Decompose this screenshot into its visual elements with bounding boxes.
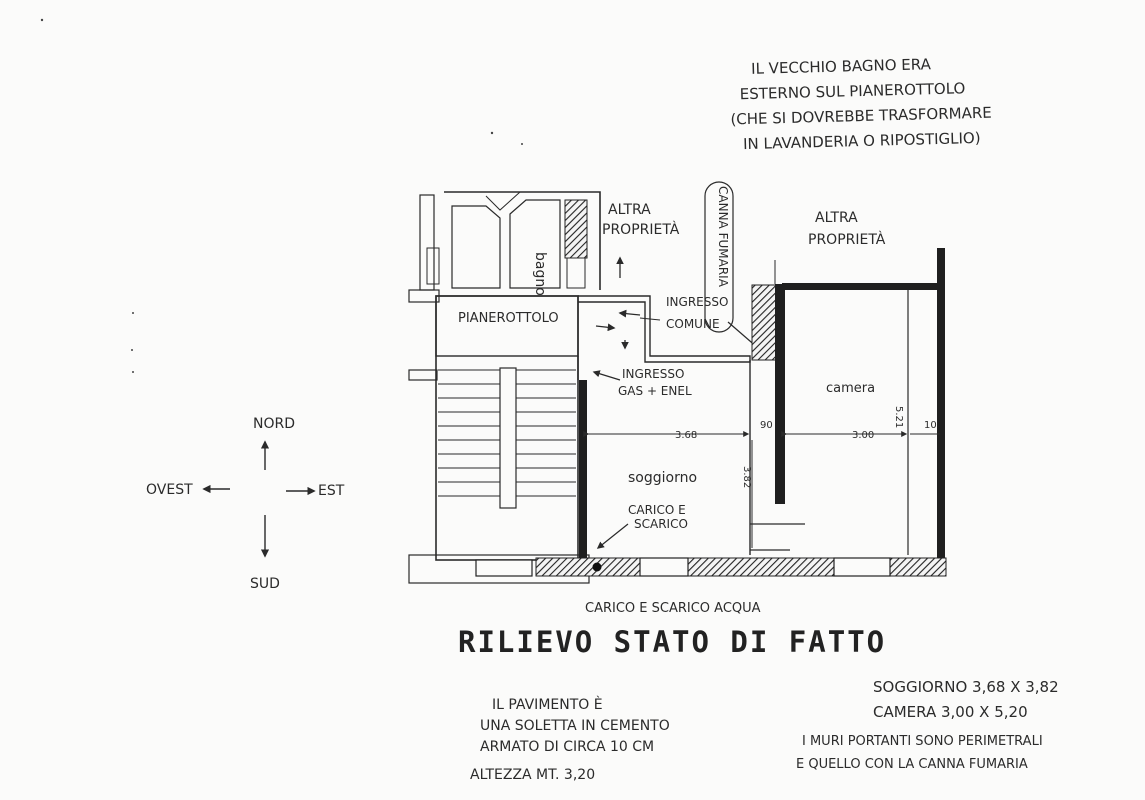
label-camera: camera bbox=[826, 381, 875, 396]
dim-wall-10: 10 bbox=[924, 420, 937, 431]
pen-marks bbox=[40, 18, 523, 373]
note-pavimento: IL PAVIMENTO È UNA SOLETTA IN CEMENTO AR… bbox=[470, 696, 670, 783]
note-old-bathroom-line-3: (CHE SI DOVREBBE TRASFORMARE bbox=[730, 104, 992, 129]
note-old-bathroom-line-4: IN LAVANDERIA O RIPOSTIGLIO) bbox=[743, 129, 981, 153]
note-old-bathroom: IL VECCHIO BAGNO ERA ESTERNO SUL PIANERO… bbox=[730, 55, 992, 153]
staircase bbox=[438, 367, 576, 509]
label-canna-fumaria: CANNA FUMARIA bbox=[716, 186, 730, 288]
compass-rose: NORD OVEST EST SUD bbox=[146, 416, 345, 592]
compass-west-label: OVEST bbox=[146, 482, 193, 498]
compass-north-label: NORD bbox=[253, 416, 295, 432]
label-ingresso-gas-b: GAS + ENEL bbox=[618, 384, 692, 398]
note-altezza: ALTEZZA MT. 3,20 bbox=[470, 767, 595, 783]
drain-point-icon bbox=[592, 562, 602, 572]
note-dimensions: SOGGIORNO 3,68 X 3,82 CAMERA 3,00 X 5,20… bbox=[796, 678, 1059, 772]
label-ingresso-comune-a: INGRESSO bbox=[666, 295, 728, 309]
label-ingresso-comune-b: COMUNE bbox=[666, 317, 720, 331]
label-altra-proprieta-1a: ALTRA bbox=[608, 202, 651, 218]
arrow-left-icon bbox=[618, 309, 641, 318]
label-altra-proprieta-1b: PROPRIETÀ bbox=[602, 221, 680, 238]
note-size-soggiorno: SOGGIORNO 3,68 X 3,82 bbox=[873, 678, 1059, 696]
note-muri-line-1: I MURI PORTANTI SONO PERIMETRALI bbox=[802, 734, 1043, 749]
compass-east-label: EST bbox=[318, 483, 345, 499]
arrow-right-icon bbox=[595, 323, 616, 332]
dim-camera-height: 5.21 bbox=[893, 406, 904, 428]
label-carico-scarico-acqua: CARICO E SCARICO ACQUA bbox=[585, 601, 761, 616]
wall-hatched-bath bbox=[564, 199, 588, 259]
floor-plan: bagno PIANEROTTOLO ALTRA PROPRIETÀ INGRE… bbox=[408, 181, 947, 616]
wall-camera-right bbox=[937, 248, 945, 558]
label-ingresso-gas-a: INGRESSO bbox=[622, 367, 684, 381]
wall-camera-top bbox=[782, 283, 942, 290]
label-altra-proprieta-2b: PROPRIETÀ bbox=[808, 231, 886, 248]
old-bathroom-outline bbox=[509, 199, 561, 289]
wall-left-soggiorno bbox=[579, 380, 587, 558]
wall-camera-left bbox=[775, 284, 785, 504]
compass-south-label: SUD bbox=[250, 576, 280, 592]
label-pianerottolo: PIANEROTTOLO bbox=[458, 311, 559, 326]
note-old-bathroom-line-2: ESTERNO SUL PIANEROTTOLO bbox=[740, 79, 966, 103]
label-altra-proprieta-2a: ALTRA bbox=[815, 210, 858, 226]
label-carico-scarico-b: SCARICO bbox=[634, 517, 688, 531]
note-old-bathroom-line-1: IL VECCHIO BAGNO ERA bbox=[751, 55, 932, 78]
label-soggiorno: soggiorno bbox=[628, 470, 697, 486]
plan-title: RILIEVO STATO DI FATTO bbox=[458, 625, 886, 659]
note-pavimento-line-1: IL PAVIMENTO È bbox=[492, 696, 603, 713]
note-size-camera: CAMERA 3,00 X 5,20 bbox=[873, 703, 1028, 721]
dim-wall-90: 90 bbox=[760, 420, 773, 431]
canna-fumaria-callout bbox=[704, 181, 734, 333]
window-2 bbox=[833, 557, 891, 577]
dim-soggiorno-width: 3.68 bbox=[675, 430, 697, 441]
note-muri-line-2: E QUELLO CON LA CANNA FUMARIA bbox=[796, 757, 1028, 772]
stairwell-outline bbox=[435, 295, 579, 561]
note-pavimento-line-2: UNA SOLETTA IN CEMENTO bbox=[480, 718, 670, 734]
window-1 bbox=[639, 557, 689, 577]
window-0 bbox=[475, 559, 533, 577]
dim-camera-width: 3.00 bbox=[852, 430, 874, 441]
label-bagno: bagno bbox=[532, 252, 548, 296]
dim-soggiorno-height: 3.82 bbox=[741, 466, 752, 488]
label-carico-scarico-a: CARICO E bbox=[628, 503, 686, 517]
note-pavimento-line-3: ARMATO DI CIRCA 10 CM bbox=[480, 739, 654, 755]
